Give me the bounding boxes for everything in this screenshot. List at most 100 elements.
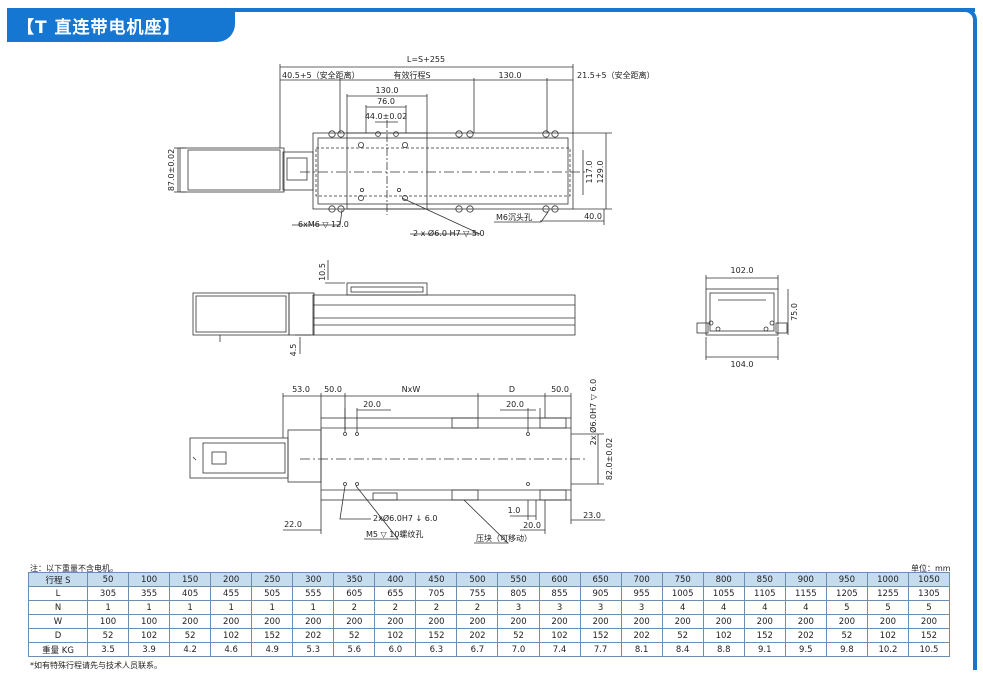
dim-82: 82.0±0.02 xyxy=(605,438,614,480)
spec-row-label: D xyxy=(28,628,88,643)
callout-bottom-pin: 2xØ6.0H7 ↓ 6.0 xyxy=(373,513,437,523)
spec-cell: 550 xyxy=(497,572,540,587)
bottom-view-labels: 53.0 50.0 NxW D 50.0 20.0 20.0 2x Ø6.0H7… xyxy=(284,379,614,543)
spec-cell: 102 xyxy=(538,628,581,643)
spec-cell: 1155 xyxy=(784,586,827,601)
spec-cell: 2 xyxy=(456,600,499,615)
spec-cell: 800 xyxy=(702,572,745,587)
spec-cell: 200 xyxy=(169,614,212,629)
spec-cell: 200 xyxy=(497,614,540,629)
dim-right-safety: 21.5+5（安全距离） xyxy=(577,70,655,80)
spec-cell: 6.7 xyxy=(456,642,499,657)
frame-right-rule xyxy=(973,20,977,670)
dim-50-left: 50.0 xyxy=(324,385,342,394)
technical-drawing: L=S+255 40.5+5（安全距离） 有效行程S 130.0 21.5+5（… xyxy=(167,55,799,544)
spec-cell: 202 xyxy=(292,628,335,643)
spec-cell: 350 xyxy=(333,572,376,587)
spec-cell: 4.6 xyxy=(210,642,253,657)
spec-cell: 2 xyxy=(374,600,417,615)
spec-cell: 555 xyxy=(292,586,335,601)
side-view xyxy=(192,260,576,354)
dim-pin-right: 2x Ø6.0H7 ▽ 6.0 xyxy=(588,379,598,445)
spec-cell: 200 xyxy=(210,572,253,587)
header-corner xyxy=(963,8,977,22)
spec-cell: 52 xyxy=(86,628,130,643)
spec-cell: 4 xyxy=(702,600,745,615)
spec-cell: 52 xyxy=(333,628,376,643)
spec-cell: 52 xyxy=(497,628,540,643)
callout-pin: 2 x Ø6.0 H7 ▽ 5.0 xyxy=(413,228,485,238)
spec-cell: 1 xyxy=(128,600,171,615)
spec-cell: 805 xyxy=(497,586,540,601)
spec-cell: 52 xyxy=(169,628,212,643)
spec-cell: 200 xyxy=(210,614,253,629)
spec-cell: 1255 xyxy=(866,586,909,601)
spec-cell: 10.5 xyxy=(907,642,951,657)
spec-cell: 1 xyxy=(210,600,253,615)
spec-cell: 8.4 xyxy=(661,642,704,657)
spec-cell: 200 xyxy=(538,614,581,629)
spec-cell: 755 xyxy=(456,586,499,601)
spec-cell: 152 xyxy=(907,628,951,643)
spec-row-label: W xyxy=(28,614,88,629)
spec-cell: 2 xyxy=(333,600,376,615)
spec-cell: 200 xyxy=(907,614,951,629)
dim-carriage: 130.0 xyxy=(499,71,522,80)
spec-cell: 8.8 xyxy=(702,642,745,657)
spec-cell: 102 xyxy=(702,628,745,643)
spec-cell: 200 xyxy=(374,614,417,629)
spec-cell: 1005 xyxy=(661,586,704,601)
dim-stroke: 有效行程S xyxy=(393,70,430,80)
dim-44: 44.0±0.02 xyxy=(365,112,407,121)
footnote: *如有特殊行程请先与技术人员联系。 xyxy=(30,661,162,670)
spec-cell: 505 xyxy=(251,586,294,601)
spec-cell: 202 xyxy=(620,628,663,643)
spec-cell: 1305 xyxy=(907,586,951,601)
spec-cell: 152 xyxy=(579,628,622,643)
dim-10-5: 10.5 xyxy=(318,263,327,281)
spec-cell: 52 xyxy=(825,628,868,643)
spec-cell: 4 xyxy=(784,600,827,615)
spec-cell: 202 xyxy=(784,628,827,643)
spec-cell: 750 xyxy=(661,572,704,587)
spec-cell: 6.0 xyxy=(374,642,417,657)
spec-row-label: 行程 S xyxy=(28,572,88,587)
spec-cell: 3.9 xyxy=(128,642,171,657)
spec-cell: 200 xyxy=(743,614,786,629)
dim-1: 1.0 xyxy=(508,506,521,515)
spec-cell: 305 xyxy=(86,586,130,601)
spec-cell: 1050 xyxy=(907,572,951,587)
spec-cell: 250 xyxy=(251,572,294,587)
spec-cell: 905 xyxy=(579,586,622,601)
spec-cell: 9.1 xyxy=(743,642,786,657)
spec-cell: 455 xyxy=(210,586,253,601)
spec-cell: 855 xyxy=(538,586,581,601)
spec-row-label: N xyxy=(28,600,88,615)
dim-20-a: 20.0 xyxy=(363,400,381,409)
dim-50-right: 50.0 xyxy=(551,385,569,394)
spec-cell: 6.3 xyxy=(415,642,458,657)
spec-cell: 355 xyxy=(128,586,171,601)
spec-cell: 150 xyxy=(169,572,212,587)
spec-cell: 200 xyxy=(415,614,458,629)
spec-cell: 7.4 xyxy=(538,642,581,657)
end-view-labels: 102.0 104.0 75.0 xyxy=(731,266,799,369)
spec-cell: 5.3 xyxy=(292,642,335,657)
spec-cell: 850 xyxy=(743,572,786,587)
side-view-labels: 10.5 4.5 xyxy=(289,263,327,356)
header-tab: 【T 直连带电机座】 xyxy=(7,8,235,42)
callout-clamp: 压块（可移动） xyxy=(476,533,532,543)
spec-cell: 4 xyxy=(661,600,704,615)
spec-cell: 52 xyxy=(661,628,704,643)
spec-cell: 200 xyxy=(620,614,663,629)
spec-cell: 100 xyxy=(86,614,130,629)
spec-cell: 200 xyxy=(866,614,909,629)
spec-cell: 4 xyxy=(743,600,786,615)
top-view xyxy=(174,64,612,235)
dim-end-height: 75.0 xyxy=(790,303,799,321)
spec-cell: 10.2 xyxy=(866,642,909,657)
spec-cell: 200 xyxy=(456,614,499,629)
spec-cell: 202 xyxy=(456,628,499,643)
